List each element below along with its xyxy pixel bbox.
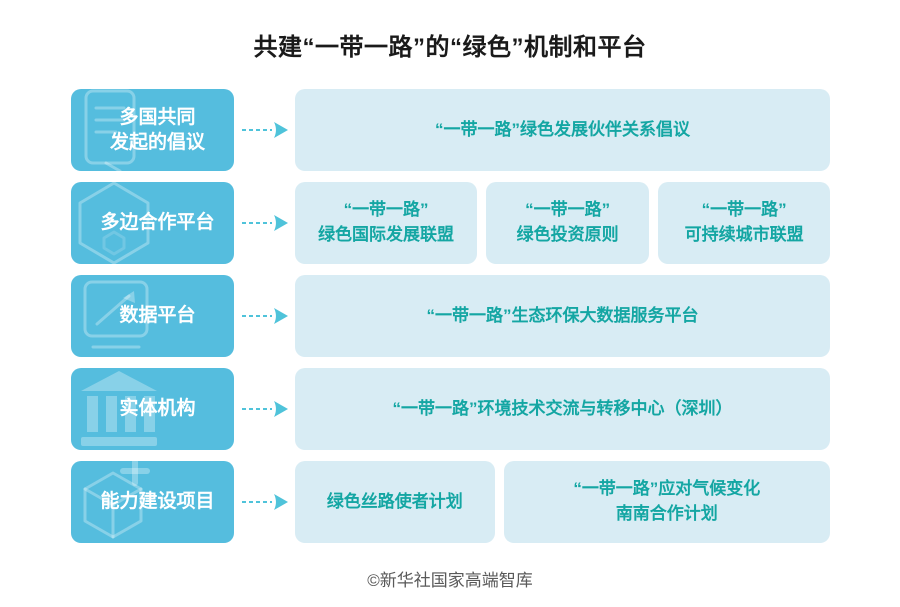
item-text: “一带一路” [343, 200, 429, 220]
arrow-icon [234, 461, 295, 543]
category-label: 能力建设项目 [90, 489, 214, 514]
arrow-icon [234, 182, 295, 264]
arrow-icon [234, 89, 295, 171]
row-capacity-building: 能力建设项目 绿色丝路使者计划 “一带一路”应对气候变化 南南合作计划 [71, 461, 830, 543]
category-box-multilateral-platforms: 多边合作平台 [71, 182, 234, 264]
category-label-line: 发起的倡议 [109, 132, 205, 153]
category-label: 实体机构 [109, 396, 195, 421]
item-text: “一带一路” [701, 200, 787, 220]
item-boxes: “一带一路”环境技术交流与转移中心（深圳） [295, 368, 830, 450]
arrow-icon [234, 368, 295, 450]
cube-plus-icon [75, 461, 157, 543]
item-boxes: “一带一路”绿色发展伙伴关系倡议 [295, 89, 830, 171]
row-initiative: 多国共同 发起的倡议 “一带一路”绿色发展伙伴关系倡议 [71, 89, 830, 171]
category-label-line: 多国共同 [119, 106, 196, 128]
page-title: 共建“一带一路”的“绿色”机制和平台 [253, 34, 647, 61]
category-box-initiative: 多国共同 发起的倡议 [71, 89, 234, 171]
item-box: “一带一路”生态环保大数据服务平台 [295, 275, 830, 357]
item-text: 南南合作计划 [615, 504, 718, 523]
source-credit: ©新华社国家高端智库 [367, 571, 533, 590]
hexagon-icon [75, 182, 153, 264]
item-box: “一带一路”绿色发展伙伴关系倡议 [295, 89, 830, 171]
document-icon [76, 89, 142, 171]
item-boxes: “一带一路”生态环保大数据服务平台 [295, 275, 830, 357]
item-box: “一带一路” 可持续城市联盟 [658, 182, 830, 264]
category-box-entity: 实体机构 [71, 368, 234, 450]
category-label-line: 数据平台 [119, 305, 196, 327]
diagram-rows: 多国共同 发起的倡议 “一带一路”绿色发展伙伴关系倡议 [71, 89, 830, 554]
arrow-icon [234, 275, 295, 357]
item-text: 绿色丝路使者计划 [326, 491, 463, 511]
item-text: “一带一路”应对气候变化 [573, 479, 761, 499]
bank-icon [77, 371, 161, 447]
category-label: 多边合作平台 [90, 210, 214, 235]
item-box: 绿色丝路使者计划 [295, 461, 495, 543]
category-label: 多国共同 发起的倡议 [100, 105, 205, 155]
item-text: “一带一路”生态环保大数据服务平台 [426, 305, 699, 325]
item-boxes: 绿色丝路使者计划 “一带一路”应对气候变化 南南合作计划 [295, 461, 830, 543]
row-data-platform: 数据平台 “一带一路”生态环保大数据服务平台 [71, 275, 830, 357]
item-text: 可持续城市联盟 [684, 225, 804, 244]
category-label-line: 实体机构 [119, 398, 196, 420]
category-label: 数据平台 [109, 303, 195, 328]
line-chart-icon [79, 277, 155, 355]
category-box-capacity-building: 能力建设项目 [71, 461, 234, 543]
item-text: 绿色国际发展联盟 [318, 225, 455, 244]
category-label-line: 能力建设项目 [100, 491, 215, 513]
category-box-data-platform: 数据平台 [71, 275, 234, 357]
category-label-line: 多边合作平台 [100, 212, 215, 234]
item-text: “一带一路” [525, 200, 611, 220]
row-multilateral-platforms: 多边合作平台 “一带一路” 绿色国际发展联盟 “一带一路” 绿色投资原则 [71, 182, 830, 264]
item-text: 绿色投资原则 [516, 225, 619, 244]
item-text: “一带一路”环境技术交流与转移中心（深圳） [392, 398, 733, 418]
item-box: “一带一路”环境技术交流与转移中心（深圳） [295, 368, 830, 450]
item-box: “一带一路” 绿色国际发展联盟 [295, 182, 478, 264]
item-box: “一带一路”应对气候变化 南南合作计划 [503, 461, 830, 543]
row-entity: 实体机构 “一带一路”环境技术交流与转移中心（深圳） [71, 368, 830, 450]
item-text: “一带一路”绿色发展伙伴关系倡议 [435, 119, 690, 139]
item-box: “一带一路” 绿色投资原则 [486, 182, 650, 264]
item-boxes: “一带一路” 绿色国际发展联盟 “一带一路” 绿色投资原则 “一带一路” 可持续… [295, 182, 830, 264]
